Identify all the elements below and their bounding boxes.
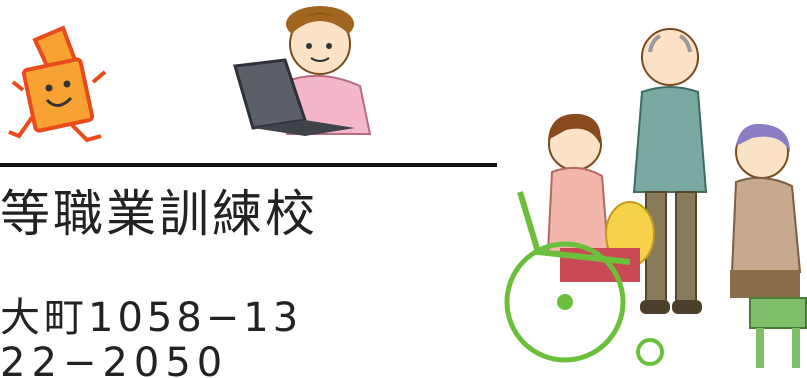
address-text: 大町1058−13: [0, 295, 303, 341]
woman-at-laptop-icon: [233, 6, 372, 136]
school-name-text: 等職業訓練校: [0, 185, 318, 243]
pencil-mascot-icon: [8, 25, 107, 143]
phone-text: 22−2050: [0, 340, 229, 378]
header-rule: [0, 163, 497, 167]
elderly-people-with-wheelchair-icon: [504, 28, 807, 368]
